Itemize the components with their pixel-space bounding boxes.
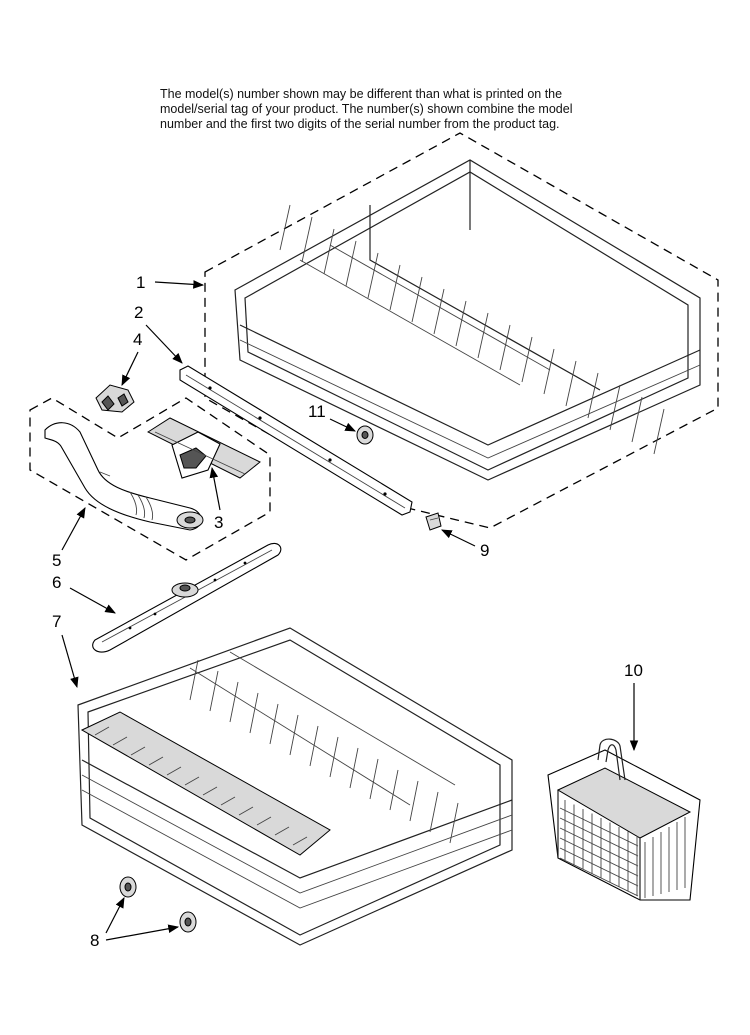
lower-rack-wheel-left bbox=[119, 876, 137, 898]
rack-rail bbox=[179, 365, 413, 516]
svg-text:8: 8 bbox=[90, 931, 99, 950]
note-line-1: The model(s) number shown may be differe… bbox=[160, 87, 563, 101]
callout-4: 4 bbox=[121, 330, 142, 386]
svg-text:9: 9 bbox=[480, 541, 489, 560]
rail-end-clip bbox=[425, 512, 442, 531]
svg-text:2: 2 bbox=[134, 303, 143, 322]
disclaimer-note: The model(s) number shown may be differe… bbox=[160, 87, 600, 132]
fold-down-tines bbox=[80, 711, 331, 856]
manifold-bracket bbox=[146, 417, 261, 479]
manifold-clip bbox=[95, 384, 135, 413]
svg-text:10: 10 bbox=[624, 661, 643, 680]
callout-8: 8 bbox=[90, 897, 180, 950]
upper-rack-wires bbox=[234, 159, 701, 481]
rack-wheel-upper bbox=[356, 425, 374, 445]
svg-text:7: 7 bbox=[52, 612, 61, 631]
svg-text:1: 1 bbox=[136, 273, 145, 292]
lower-rack bbox=[77, 627, 513, 946]
upper-rack-assembly bbox=[204, 132, 719, 529]
callout-2: 2 bbox=[134, 303, 183, 364]
upper-rack-boundary bbox=[204, 132, 719, 529]
svg-text:5: 5 bbox=[52, 551, 61, 570]
callout-1: 1 bbox=[136, 273, 205, 292]
svg-text:4: 4 bbox=[133, 330, 142, 349]
spray-arm-group-boundary bbox=[29, 397, 271, 561]
callout-6: 6 bbox=[52, 573, 116, 614]
callout-11: 11 bbox=[308, 402, 356, 432]
note-line-3: number and the first two digits of the s… bbox=[160, 117, 560, 131]
lower-rack-wheel-right bbox=[179, 911, 197, 933]
svg-text:3: 3 bbox=[214, 513, 223, 532]
callout-9: 9 bbox=[441, 529, 489, 560]
callout-10: 10 bbox=[624, 661, 643, 752]
note-line-2: model/serial tag of your product. The nu… bbox=[160, 102, 573, 116]
callout-7: 7 bbox=[52, 612, 79, 689]
svg-text:11: 11 bbox=[308, 402, 326, 421]
spray-arm-manifold bbox=[44, 422, 204, 531]
silverware-basket bbox=[547, 738, 701, 901]
callout-5: 5 bbox=[52, 507, 86, 570]
callout-3: 3 bbox=[209, 466, 223, 532]
svg-text:6: 6 bbox=[52, 573, 61, 592]
lower-spray-arm bbox=[92, 542, 282, 653]
